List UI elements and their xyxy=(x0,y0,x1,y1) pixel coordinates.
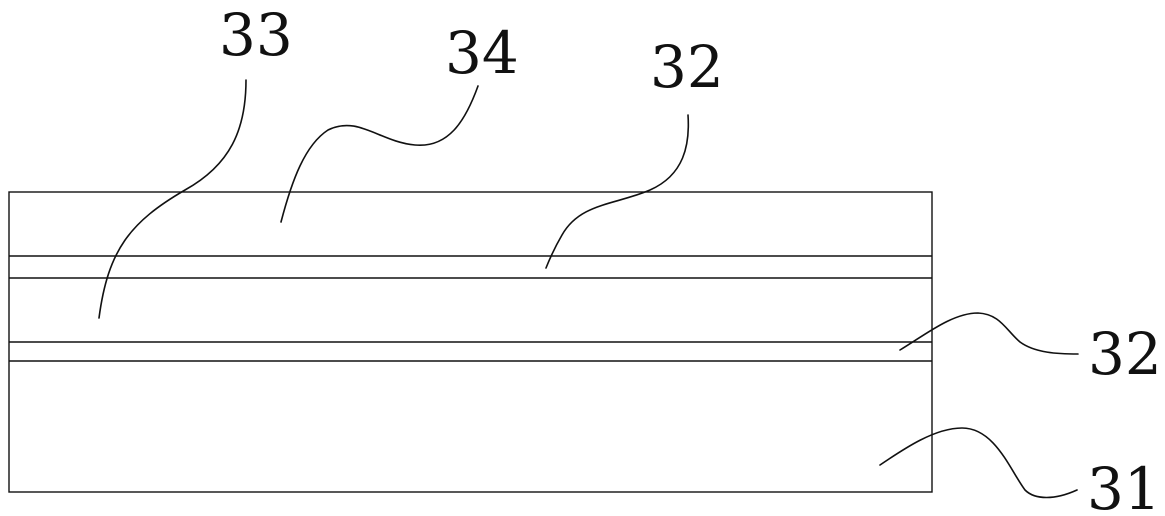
leader-line-31 xyxy=(879,427,1078,499)
leader-line-32-top xyxy=(545,114,690,269)
callout-34: 34 xyxy=(445,19,519,87)
leader-line-34 xyxy=(280,85,479,223)
callout-labels: 33 34 32 32 31 xyxy=(219,1,1162,516)
callout-31: 31 xyxy=(1087,455,1161,516)
callout-32-top: 32 xyxy=(650,33,724,101)
callout-33: 33 xyxy=(219,1,293,69)
leader-line-33 xyxy=(98,79,247,319)
layer-stack xyxy=(8,191,933,493)
callout-32-right: 32 xyxy=(1088,320,1162,388)
leader-lines xyxy=(98,79,1079,499)
leader-line-32-right xyxy=(899,312,1079,355)
